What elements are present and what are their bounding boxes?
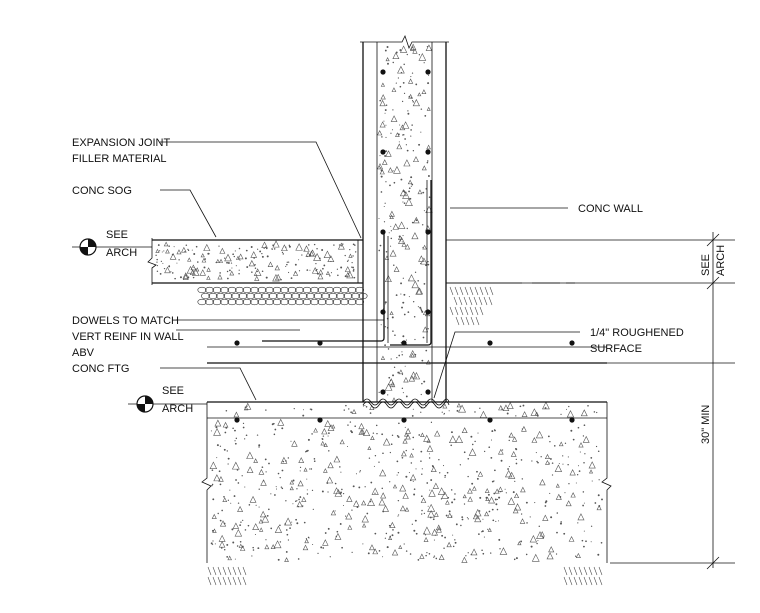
rebar-sections — [234, 69, 575, 423]
earth-hatch — [207, 286, 603, 586]
conc-wall-label: CONC WALL — [578, 203, 643, 215]
concrete-wall — [360, 34, 449, 402]
dim-30-min-label: 30" MIN — [700, 405, 712, 444]
dimension-line — [446, 232, 735, 570]
slab-on-grade — [147, 238, 364, 285]
filler-material-label: FILLER MATERIAL — [72, 153, 167, 165]
conc-sog-label: CONC SOG — [72, 185, 132, 197]
roughened-label-1: 1/4" ROUGHENED — [590, 327, 684, 339]
see-label-1: SEE — [106, 229, 128, 241]
concrete-footing — [201, 346, 612, 563]
elevation-target-icon — [128, 395, 207, 413]
dowels-label-2: VERT REINF IN WALL — [72, 331, 184, 343]
grade-line — [446, 239, 735, 284]
leaders — [160, 141, 580, 401]
dim-arch-label: ARCH — [715, 245, 727, 276]
dowels-label-1: DOWELS TO MATCH — [72, 315, 179, 327]
concrete-hatch — [155, 43, 603, 563]
roughened-label-2: SURFACE — [590, 343, 642, 355]
arch-label-2: ARCH — [162, 403, 193, 415]
see-label-2: SEE — [162, 385, 184, 397]
dim-see-label: SEE — [700, 254, 712, 276]
arch-label-1: ARCH — [106, 247, 137, 259]
conc-ftg-label: CONC FTG — [72, 363, 129, 375]
dowels-label-3: ABV — [72, 347, 95, 359]
dowel-reinforcing — [262, 180, 432, 346]
expansion-joint-label: EXPANSION JOINT — [72, 137, 170, 149]
elevation-target-icon — [72, 238, 152, 256]
gravel-base — [197, 286, 368, 306]
